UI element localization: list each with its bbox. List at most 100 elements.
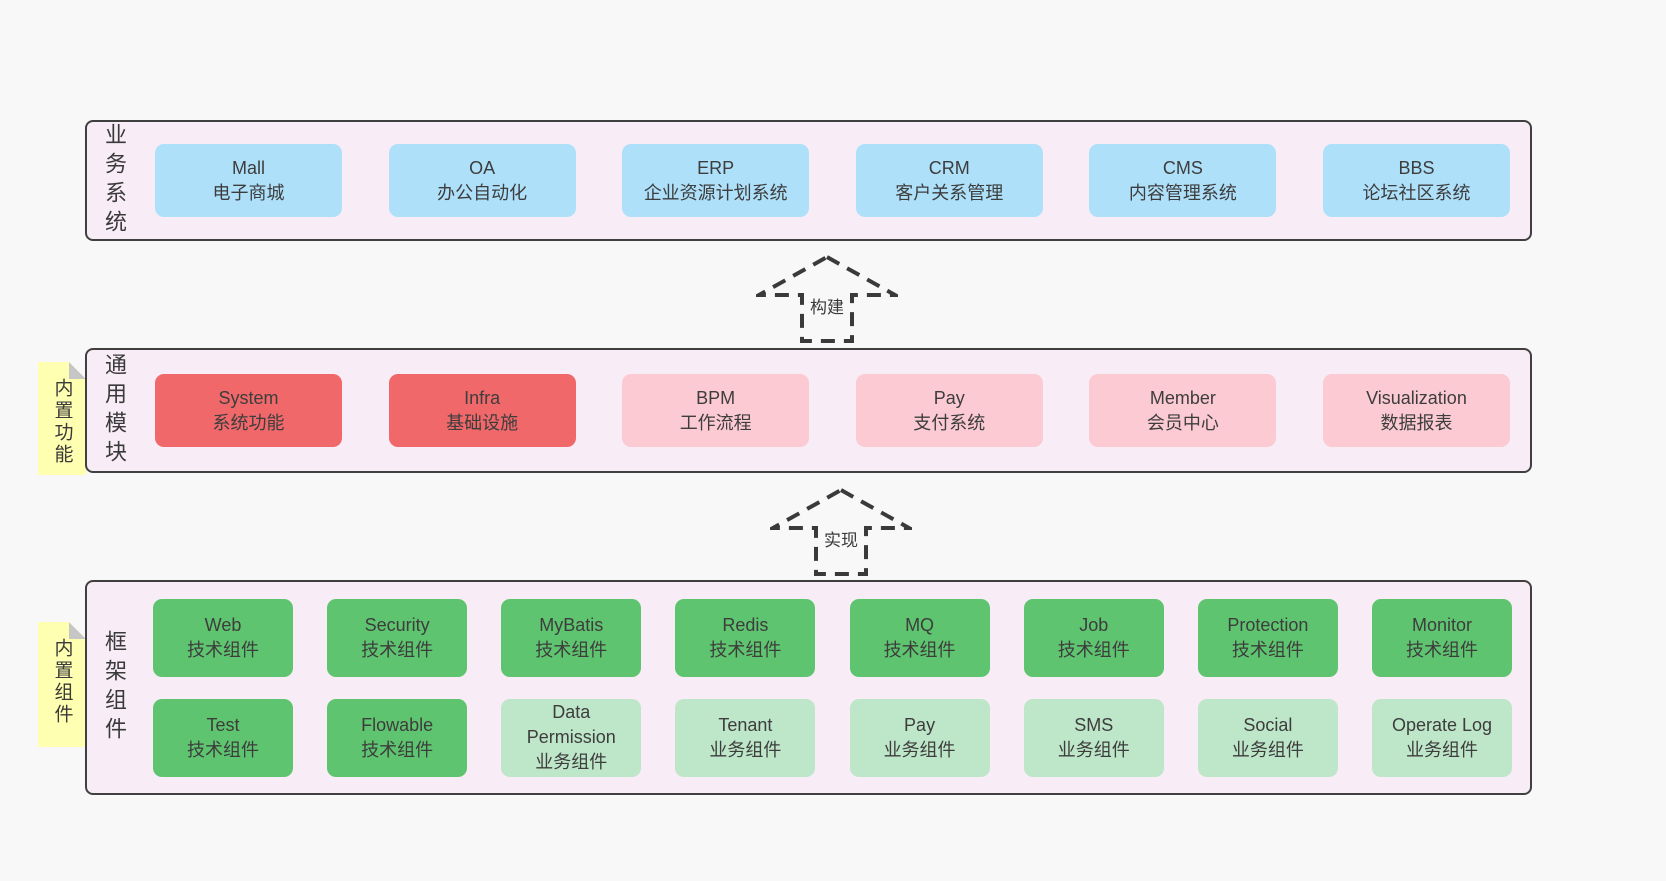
box-subtitle: 数据报表 [1380, 412, 1453, 433]
box-title: MyBatis [539, 614, 604, 635]
layer-label: 通用模块 [102, 352, 127, 469]
layer-common-modules: 通用模块 System 系统功能 Infra 基础设施 BPM 工作流程 Pay… [85, 348, 1532, 473]
sticky-note-builtin-features: 内置功能 [38, 362, 86, 475]
box-mq: MQ 技术组件 [849, 598, 990, 677]
box-subtitle: 技术组件 [1231, 639, 1304, 660]
box-pay: Pay 支付系统 [855, 374, 1043, 447]
sticky-note-label: 内置组件 [51, 638, 73, 726]
box-title: Member [1149, 387, 1216, 408]
box-system: System 系统功能 [155, 374, 342, 447]
layer-framework-components: 框架组件 Web 技术组件 Security 技术组件 MyBatis 技术组件… [85, 580, 1532, 795]
box-title: Monitor [1411, 614, 1472, 635]
box-tenant: Tenant 业务组件 [675, 698, 816, 777]
box-subtitle: 基础设施 [446, 412, 519, 433]
box-subtitle: 技术组件 [1057, 639, 1130, 660]
box-subtitle: 电子商城 [212, 182, 285, 203]
box-subtitle: 系统功能 [212, 412, 285, 433]
box-title: MQ [905, 614, 935, 635]
box-protection: Protection 技术组件 [1197, 598, 1338, 677]
fold-corner-icon [69, 362, 86, 379]
box-bbs: BBS 论坛社区系统 [1322, 144, 1510, 217]
box-title: ERP [697, 157, 735, 178]
box-subtitle: 技术组件 [709, 639, 782, 660]
arrow-implement: 实现 [770, 487, 912, 577]
arrow-label: 构建 [807, 292, 847, 319]
box-flowable: Flowable 技术组件 [327, 698, 468, 777]
box-visualization: Visualization 数据报表 [1322, 374, 1510, 447]
box-title: BPM [696, 387, 736, 408]
layer-business-systems: 业务系统 Mall 电子商城 OA 办公自动化 ERP 企业资源计划系统 CRM… [85, 120, 1532, 241]
business-boxes: Mall 电子商城 OA 办公自动化 ERP 企业资源计划系统 CRM 客户关系… [125, 122, 1530, 239]
box-pay-biz: Pay 业务组件 [849, 698, 990, 777]
box-title: OA [469, 157, 496, 178]
arrow-up-icon [770, 487, 912, 576]
box-social: Social 业务组件 [1197, 698, 1338, 777]
sticky-note-label: 内置功能 [51, 378, 73, 466]
box-member: Member 会员中心 [1089, 374, 1277, 447]
box-sms: SMS 业务组件 [1023, 698, 1164, 777]
box-bpm: BPM 工作流程 [622, 374, 810, 447]
fold-corner-icon [69, 622, 86, 639]
box-subtitle: 技术组件 [361, 739, 434, 760]
box-title: SMS [1074, 714, 1114, 735]
box-mybatis: MyBatis 技术组件 [501, 598, 642, 677]
component-grid: Web 技术组件 Security 技术组件 MyBatis 技术组件 Redi… [125, 582, 1530, 793]
box-title: System [218, 387, 279, 408]
box-title: Infra [464, 387, 501, 408]
box-subtitle: 企业资源计划系统 [643, 182, 788, 203]
box-security: Security 技术组件 [327, 598, 468, 677]
box-subtitle: 工作流程 [679, 412, 752, 433]
box-title: Social [1243, 714, 1293, 735]
box-mall: Mall 电子商城 [155, 144, 342, 217]
component-row-1: Web 技术组件 Security 技术组件 MyBatis 技术组件 Redi… [153, 598, 1512, 677]
box-title: Flowable [361, 714, 434, 735]
box-subtitle: 支付系统 [913, 412, 986, 433]
box-infra: Infra 基础设施 [388, 374, 576, 447]
arrow-up-icon [756, 254, 898, 343]
box-subtitle: 内容管理系统 [1128, 182, 1237, 203]
box-title: Web [204, 614, 242, 635]
box-cms: CMS 内容管理系统 [1089, 144, 1277, 217]
box-title: Data Permission [526, 702, 616, 748]
box-job: Job 技术组件 [1023, 598, 1164, 677]
box-subtitle: 业务组件 [1231, 739, 1304, 760]
box-title: Tenant [718, 714, 773, 735]
box-subtitle: 论坛社区系统 [1362, 182, 1471, 203]
box-operate-log: Operate Log 业务组件 [1371, 698, 1512, 777]
sticky-note-builtin-components: 内置组件 [38, 622, 86, 747]
box-title: Mall [231, 157, 265, 178]
layer-label: 框架组件 [102, 629, 127, 746]
box-title: Security [364, 614, 430, 635]
box-title: Pay [904, 714, 936, 735]
box-data-permission: Data Permission 业务组件 [501, 698, 642, 777]
box-subtitle: 技术组件 [535, 639, 608, 660]
box-subtitle: 技术组件 [361, 639, 434, 660]
module-boxes: System 系统功能 Infra 基础设施 BPM 工作流程 Pay 支付系统… [125, 350, 1530, 471]
arrow-label: 实现 [821, 525, 861, 552]
box-web: Web 技术组件 [153, 598, 293, 677]
box-title: CMS [1162, 157, 1203, 178]
box-subtitle: 技术组件 [883, 639, 956, 660]
box-redis: Redis 技术组件 [675, 598, 816, 677]
box-title: Protection [1227, 614, 1309, 635]
component-row-2: Test 技术组件 Flowable 技术组件 Data Permission … [153, 698, 1512, 777]
box-monitor: Monitor 技术组件 [1371, 598, 1512, 677]
arrow-build: 构建 [756, 254, 898, 344]
box-subtitle: 业务组件 [1057, 739, 1130, 760]
box-title: BBS [1398, 157, 1435, 178]
box-test: Test 技术组件 [153, 698, 293, 777]
box-title: Operate Log [1391, 714, 1493, 735]
box-subtitle: 技术组件 [187, 739, 259, 760]
box-subtitle: 业务组件 [709, 739, 782, 760]
box-title: Job [1079, 614, 1109, 635]
box-title: Redis [722, 614, 769, 635]
box-subtitle: 办公自动化 [437, 182, 528, 203]
layer-label: 业务系统 [102, 122, 127, 239]
box-title: Pay [933, 387, 965, 408]
box-subtitle: 业务组件 [535, 751, 608, 772]
box-subtitle: 会员中心 [1146, 412, 1219, 433]
box-subtitle: 技术组件 [1405, 639, 1478, 660]
box-crm: CRM 客户关系管理 [855, 144, 1043, 217]
box-title: Visualization [1366, 387, 1467, 408]
